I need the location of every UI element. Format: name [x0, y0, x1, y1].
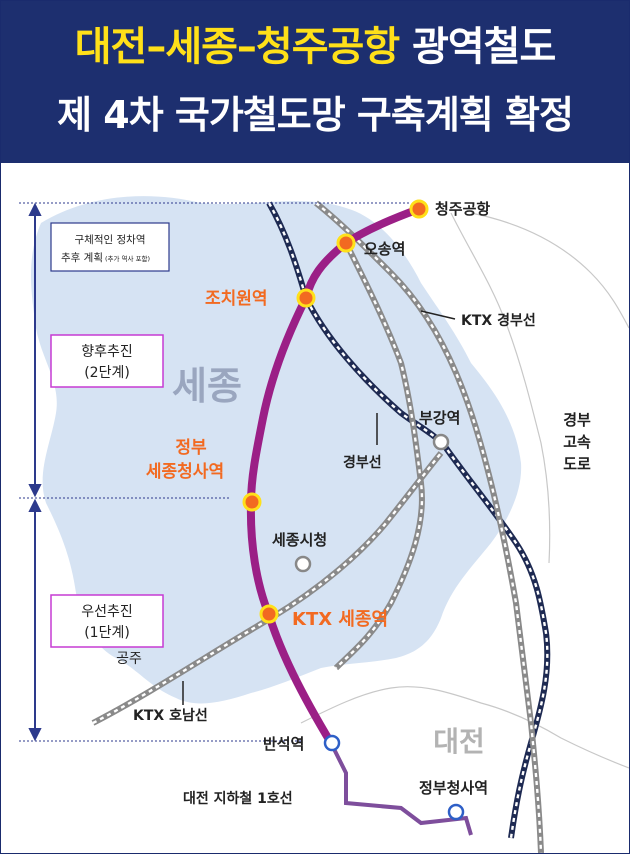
label-expressway-2: 고속: [563, 433, 591, 451]
stage-brackets: [28, 202, 42, 742]
north-boundary: [470, 212, 629, 329]
stage-guides: [19, 202, 411, 742]
title-route: 대전–세종–청주공항: [74, 24, 400, 70]
station-bugang: [432, 433, 450, 451]
daejeon-subway-line: [329, 742, 473, 836]
label-ktx-sejong: KTX 세종역: [292, 609, 388, 630]
region-daejeon: 대전: [433, 725, 485, 758]
label-banseok: 반석역: [263, 735, 304, 753]
title-railway: 광역철도: [412, 24, 556, 70]
station-oseong: [336, 233, 356, 253]
label-bugang: 부강역: [419, 409, 460, 427]
station-note-box: [50, 222, 170, 272]
label-cheongju-airport: 청주공항: [435, 200, 490, 218]
daejeon-boundary: [300, 686, 629, 769]
label-gyeongbu: 경부선: [343, 454, 382, 471]
page-subtitle: 제 4차 국가철도망 구축계획 확정: [57, 93, 574, 137]
route-map: 구체적인 정차역 추후 계획(추가 역사 포함) 향후추진 (2단계) 우선추진…: [19, 196, 629, 853]
label-ktx-honam: KTX 호남선: [133, 707, 208, 724]
label-expressway-3: 도로: [563, 455, 591, 473]
region-gongju: 공주: [116, 651, 142, 667]
label-expressway-1: 경부: [563, 411, 591, 429]
label-jeongbu-1: 정부: [175, 438, 207, 458]
label-sejong-city-hall: 세종시청: [272, 531, 327, 549]
station-ktx-sejong: [259, 604, 279, 624]
sejong-region: [31, 196, 522, 704]
station-jeongbu-cheongsa: [447, 803, 465, 821]
label-ktx-gyeongbu: KTX 경부선: [461, 312, 536, 329]
stage2-box: [50, 334, 164, 388]
station-jeongbu-sejong: [242, 492, 262, 512]
sejong-city-hall-marker: [294, 555, 312, 573]
label-jochiwon: 조치원역: [205, 289, 268, 309]
title-banner: 대전–세종–청주공항 광역철도 제 4차 국가철도망 구축계획 확정: [1, 1, 629, 163]
label-daejeon-subway: 대전 지하철 1호선: [183, 790, 293, 807]
label-jeongbu-cheongsa: 정부청사역: [419, 779, 488, 797]
label-oseong: 오송역: [364, 240, 405, 258]
stage2-subtitle: (2단계): [84, 365, 130, 381]
region-sejong: 세종: [172, 364, 242, 408]
stage1-box: [50, 594, 164, 648]
label-jeongbu-2: 세종청사역: [146, 461, 224, 482]
station-banseok: [323, 734, 341, 752]
stage2-title: 향후추진: [81, 344, 133, 360]
stage1-subtitle: (1단계): [84, 625, 130, 641]
expressway-road: [450, 212, 551, 564]
note-line1: 구체적인 정차역: [75, 234, 146, 246]
stage1-title: 우선추진: [81, 604, 133, 620]
note-line2: 추후 계획(추가 역사 포함): [61, 252, 150, 264]
station-jochiwon: [296, 288, 316, 308]
station-cheongju-airport: [409, 199, 429, 219]
page-title: 대전–세종–청주공항 광역철도: [1, 17, 629, 77]
